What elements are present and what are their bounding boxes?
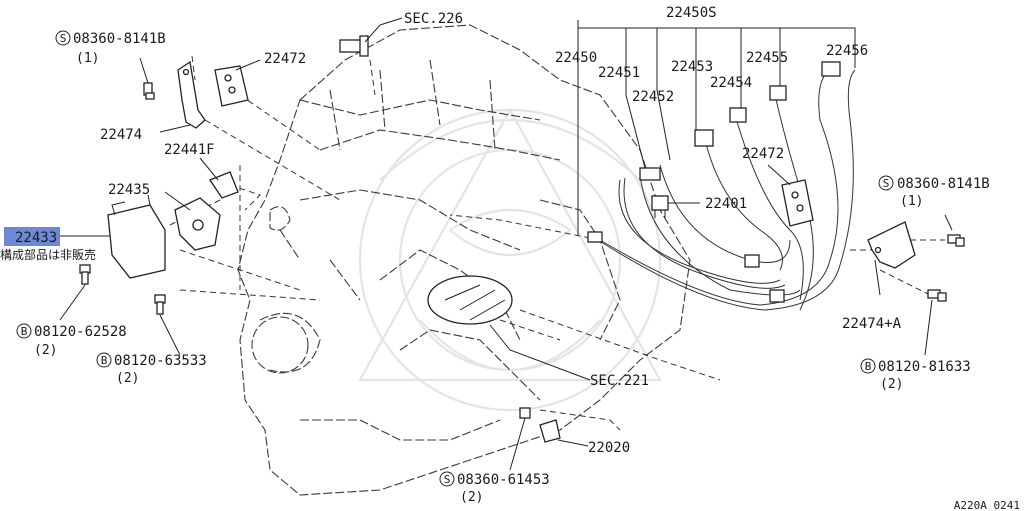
label-bolt-62528: 08120-62528 bbox=[34, 324, 127, 340]
highlighted-part-box bbox=[4, 227, 60, 246]
label-leaders bbox=[59, 17, 953, 471]
bolt-top-right-part bbox=[947, 234, 965, 247]
sensor-sec226-part bbox=[339, 35, 369, 57]
marker-b-63533: B bbox=[96, 352, 112, 368]
label-22433: 22433 bbox=[15, 230, 57, 246]
marker-letter: B bbox=[101, 354, 108, 367]
label-bolt-81633-qty: (2) bbox=[880, 377, 903, 392]
label-22401: 22401 bbox=[705, 196, 747, 212]
label-bolt-top-left-qty: (1) bbox=[76, 51, 99, 66]
label-bolt-63533: 08120-63533 bbox=[114, 353, 207, 369]
bolt-81633-part bbox=[927, 289, 947, 302]
label-bolt-81633: 08120-81633 bbox=[878, 359, 971, 375]
label-22456: 22456 bbox=[826, 43, 868, 59]
bolt-63533-part bbox=[154, 294, 166, 315]
label-bolt-top-right: 08360-8141B bbox=[897, 176, 990, 192]
marker-letter: S bbox=[444, 473, 451, 486]
bracket-22435-part bbox=[174, 197, 221, 251]
label-sec226: SEC.226 bbox=[404, 11, 463, 27]
spark-plug-22401-part bbox=[651, 195, 669, 218]
marker-b-81633: B bbox=[860, 358, 876, 374]
ignition-wire-harness bbox=[587, 61, 856, 311]
label-22455: 22455 bbox=[746, 50, 788, 66]
engine-outline bbox=[237, 24, 691, 496]
label-22450: 22450 bbox=[555, 50, 597, 66]
bolt-62528-part bbox=[79, 264, 91, 285]
marker-b-62528: B bbox=[16, 323, 32, 339]
label-bolt-top-left: 08360-8141B bbox=[73, 31, 166, 47]
bracket-22474a-part bbox=[867, 221, 916, 269]
marker-s-61453: S bbox=[439, 471, 455, 487]
label-sec221: SEC.221 bbox=[590, 373, 649, 389]
distributor-cap-part bbox=[427, 275, 513, 325]
label-22474: 22474 bbox=[100, 127, 142, 143]
label-22452: 22452 bbox=[632, 89, 674, 105]
label-22474a: 22474+A bbox=[842, 316, 902, 332]
bolt-top-left-part bbox=[143, 82, 155, 100]
label-22472-right: 22472 bbox=[742, 146, 784, 162]
marker-letter: B bbox=[865, 360, 872, 373]
label-bolt-61453-qty: (2) bbox=[460, 490, 483, 505]
marker-letter: S bbox=[883, 177, 890, 190]
label-22450s: 22450S bbox=[666, 5, 717, 21]
label-22451: 22451 bbox=[598, 65, 640, 81]
bracket-22474-part bbox=[177, 60, 206, 129]
label-not-sold-note: 構成部品は非販売 bbox=[0, 247, 96, 262]
label-22441f: 22441F bbox=[164, 142, 215, 158]
label-bolt-top-right-qty: (1) bbox=[900, 194, 923, 209]
label-22020: 22020 bbox=[588, 440, 630, 456]
label-22472-left: 22472 bbox=[264, 51, 306, 67]
label-22453: 22453 bbox=[671, 59, 713, 75]
sensor-22020-part bbox=[539, 419, 561, 443]
watermark-emblem bbox=[358, 107, 662, 412]
marker-s-top-left: S bbox=[55, 30, 71, 46]
ignition-coil-22433-part bbox=[107, 194, 166, 279]
dashed-leaders bbox=[169, 55, 945, 431]
label-bolt-61453: 08360-61453 bbox=[457, 472, 550, 488]
bolt-61453-part bbox=[519, 407, 531, 419]
marker-s-top-right: S bbox=[878, 175, 894, 191]
label-bolt-63533-qty: (2) bbox=[116, 371, 139, 386]
diagram-code: A220A 0241 bbox=[954, 499, 1020, 511]
marker-letter: B bbox=[21, 325, 28, 338]
connector-22472-right-part bbox=[781, 179, 814, 227]
connector-22472-left-part bbox=[214, 65, 249, 107]
label-22454: 22454 bbox=[710, 75, 752, 91]
marker-letter: S bbox=[60, 32, 67, 45]
label-bolt-62528-qty: (2) bbox=[34, 343, 57, 358]
label-22435: 22435 bbox=[108, 182, 150, 198]
